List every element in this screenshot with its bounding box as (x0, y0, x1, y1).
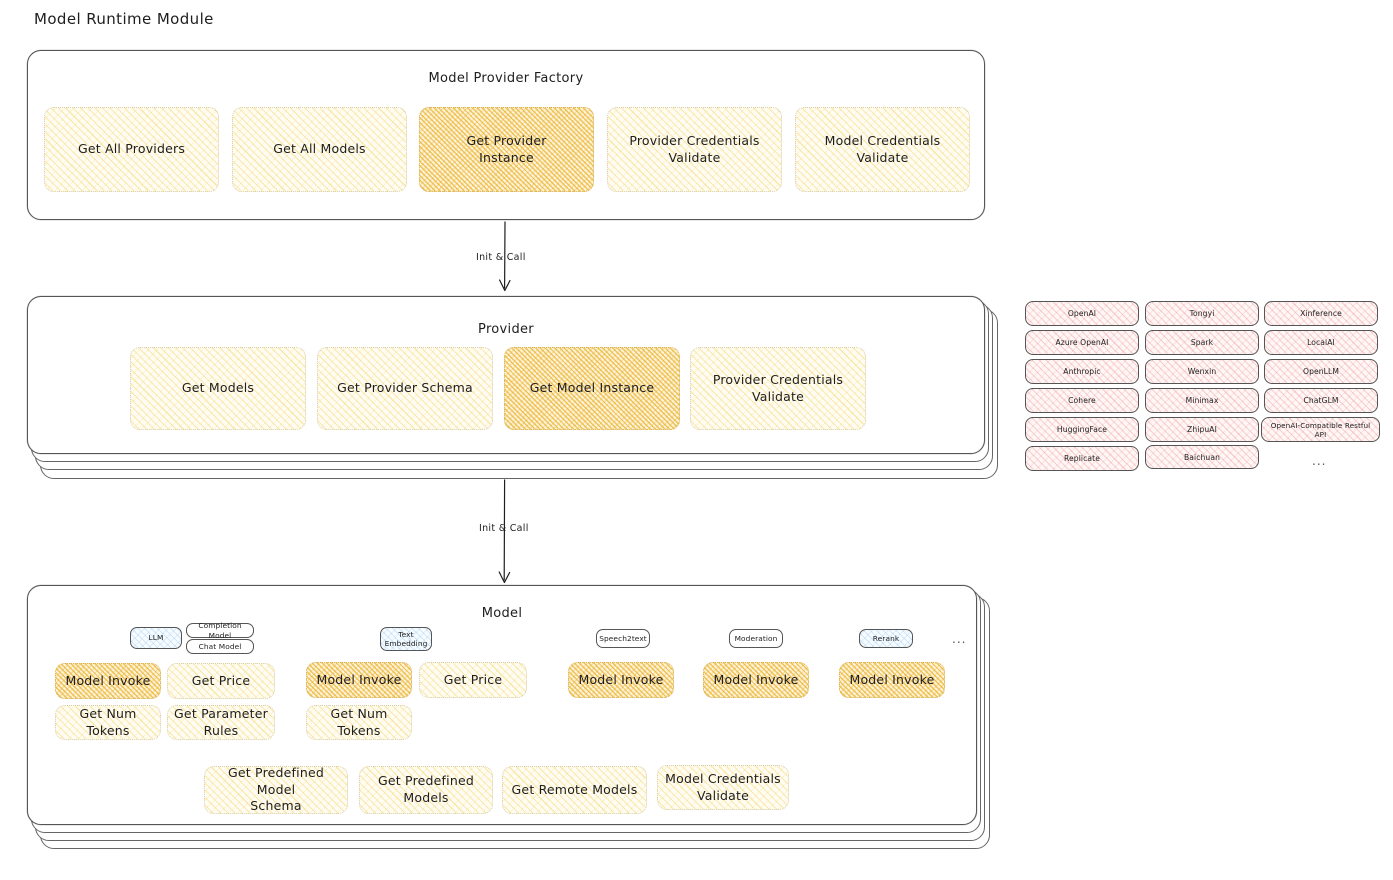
factory-box-get-all-models[interactable]: Get All Models (232, 107, 407, 192)
provider-pill-minimax[interactable]: Minimax (1145, 388, 1259, 413)
provider-pill-openai-compatible-restful-api[interactable]: OpenAI-Compatible Restful API (1261, 417, 1380, 442)
arrow-factory-to-provider (499, 221, 511, 292)
model-common-get-remote-models[interactable]: Get Remote Models (502, 766, 647, 814)
model-tag-completion-model[interactable]: Completion Model (186, 621, 254, 640)
provider-box-get-provider-schema[interactable]: Get Provider Schema (317, 347, 493, 430)
model-tag-chat-model[interactable]: Chat Model (186, 639, 254, 654)
model-provider-factory-title: Model Provider Factory (428, 71, 584, 86)
provider-pill-spark[interactable]: Spark (1145, 330, 1259, 355)
rerank-method-model-invoke[interactable]: Model Invoke (839, 662, 945, 698)
provider-pill-replicate[interactable]: Replicate (1025, 446, 1139, 471)
provider-pill-azure-openai[interactable]: Azure OpenAI (1025, 330, 1139, 355)
provider-pill-xinference[interactable]: Xinference (1264, 301, 1378, 326)
provider-box-get-model-instance[interactable]: Get Model Instance (504, 347, 680, 430)
provider-pill-chatglm[interactable]: ChatGLM (1264, 388, 1378, 413)
llm-method-model-invoke[interactable]: Model Invoke (55, 663, 161, 699)
arrow-label-init-and-call-1: Init & Call (476, 252, 526, 263)
model-type-pill-speech2text[interactable]: Speech2text (596, 629, 650, 648)
provider-pill-openllm[interactable]: OpenLLM (1264, 359, 1378, 384)
provider-pill-baichuan[interactable]: Baichuan (1145, 445, 1259, 469)
model-title: Model (481, 606, 523, 621)
provider-box-get-models[interactable]: Get Models (130, 347, 306, 430)
text-embedding-method-get-num-tokens[interactable]: Get Num Tokens (306, 705, 412, 740)
provider-pill-localai[interactable]: LocalAI (1264, 330, 1378, 355)
provider-pill-anthropic[interactable]: Anthropic (1025, 359, 1139, 384)
model-types-ellipsis: ... (952, 632, 967, 646)
arrow-label-init-and-call-2: Init & Call (479, 523, 529, 534)
provider-pill-cohere[interactable]: Cohere (1025, 388, 1139, 413)
arrow-provider-to-model (498, 479, 511, 584)
provider-pill-huggingface[interactable]: HuggingFace (1025, 417, 1139, 442)
provider-pill-wenxin[interactable]: Wenxin (1145, 359, 1259, 384)
llm-method-get-price[interactable]: Get Price (167, 663, 275, 699)
provider-title: Provider (478, 322, 534, 337)
model-type-pill-moderation[interactable]: Moderation (729, 629, 783, 648)
provider-pill-zhipuai[interactable]: ZhipuAI (1145, 417, 1259, 442)
model-type-pill-rerank[interactable]: Rerank (859, 629, 913, 648)
speech2text-method-model-invoke[interactable]: Model Invoke (568, 662, 674, 698)
model-type-pill-llm[interactable]: LLM (130, 627, 182, 649)
llm-method-get-num-tokens[interactable]: Get Num Tokens (55, 705, 161, 740)
text-embedding-method-get-price[interactable]: Get Price (419, 662, 527, 698)
page-title: Model Runtime Module (34, 10, 214, 28)
moderation-method-model-invoke[interactable]: Model Invoke (703, 662, 809, 698)
factory-box-get-all-providers[interactable]: Get All Providers (44, 107, 219, 192)
text-embedding-method-model-invoke[interactable]: Model Invoke (306, 662, 412, 698)
provider-pill-tongyi[interactable]: Tongyi (1145, 301, 1259, 326)
provider-pill-openai[interactable]: OpenAI (1025, 301, 1139, 326)
provider-list-ellipsis: ... (1312, 454, 1327, 468)
